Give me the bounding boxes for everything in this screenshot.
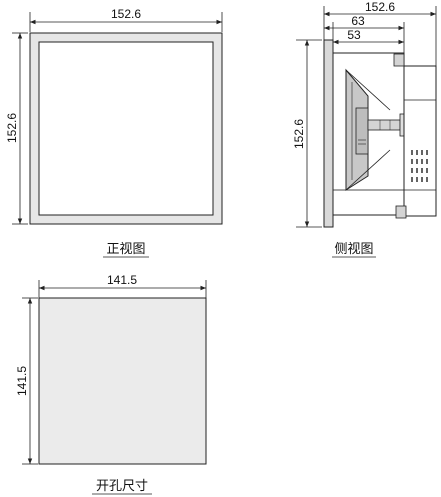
panel-cutout: 141.5 141.5 开孔尺寸 <box>15 273 207 495</box>
front-height-dim: 152.6 <box>5 113 19 143</box>
cutout-width-dim: 141.5 <box>107 273 137 287</box>
front-window <box>38 41 214 216</box>
cutout-area <box>38 297 207 465</box>
cutout-height-dim: 141.5 <box>15 366 29 396</box>
cutout-caption: 开孔尺寸 <box>96 479 148 494</box>
side-bezel <box>323 39 334 228</box>
side-overall-depth-dim: 152.6 <box>365 0 395 14</box>
side-depth-63-dim: 63 <box>351 14 365 28</box>
front-view-caption: 正视图 <box>106 242 145 257</box>
side-depth-53-dim: 53 <box>347 28 361 42</box>
side-view-caption: 侧视图 <box>334 242 373 257</box>
front-width-dim: 152.6 <box>111 7 141 21</box>
side-view: 152.6 63 53 152.6 <box>292 0 437 258</box>
rear-terminal-block <box>403 65 437 217</box>
front-view: 152.6 152.6 正视图 <box>5 7 223 258</box>
ventilation-slots <box>411 150 428 182</box>
side-height-dim: 152.6 <box>292 119 306 149</box>
